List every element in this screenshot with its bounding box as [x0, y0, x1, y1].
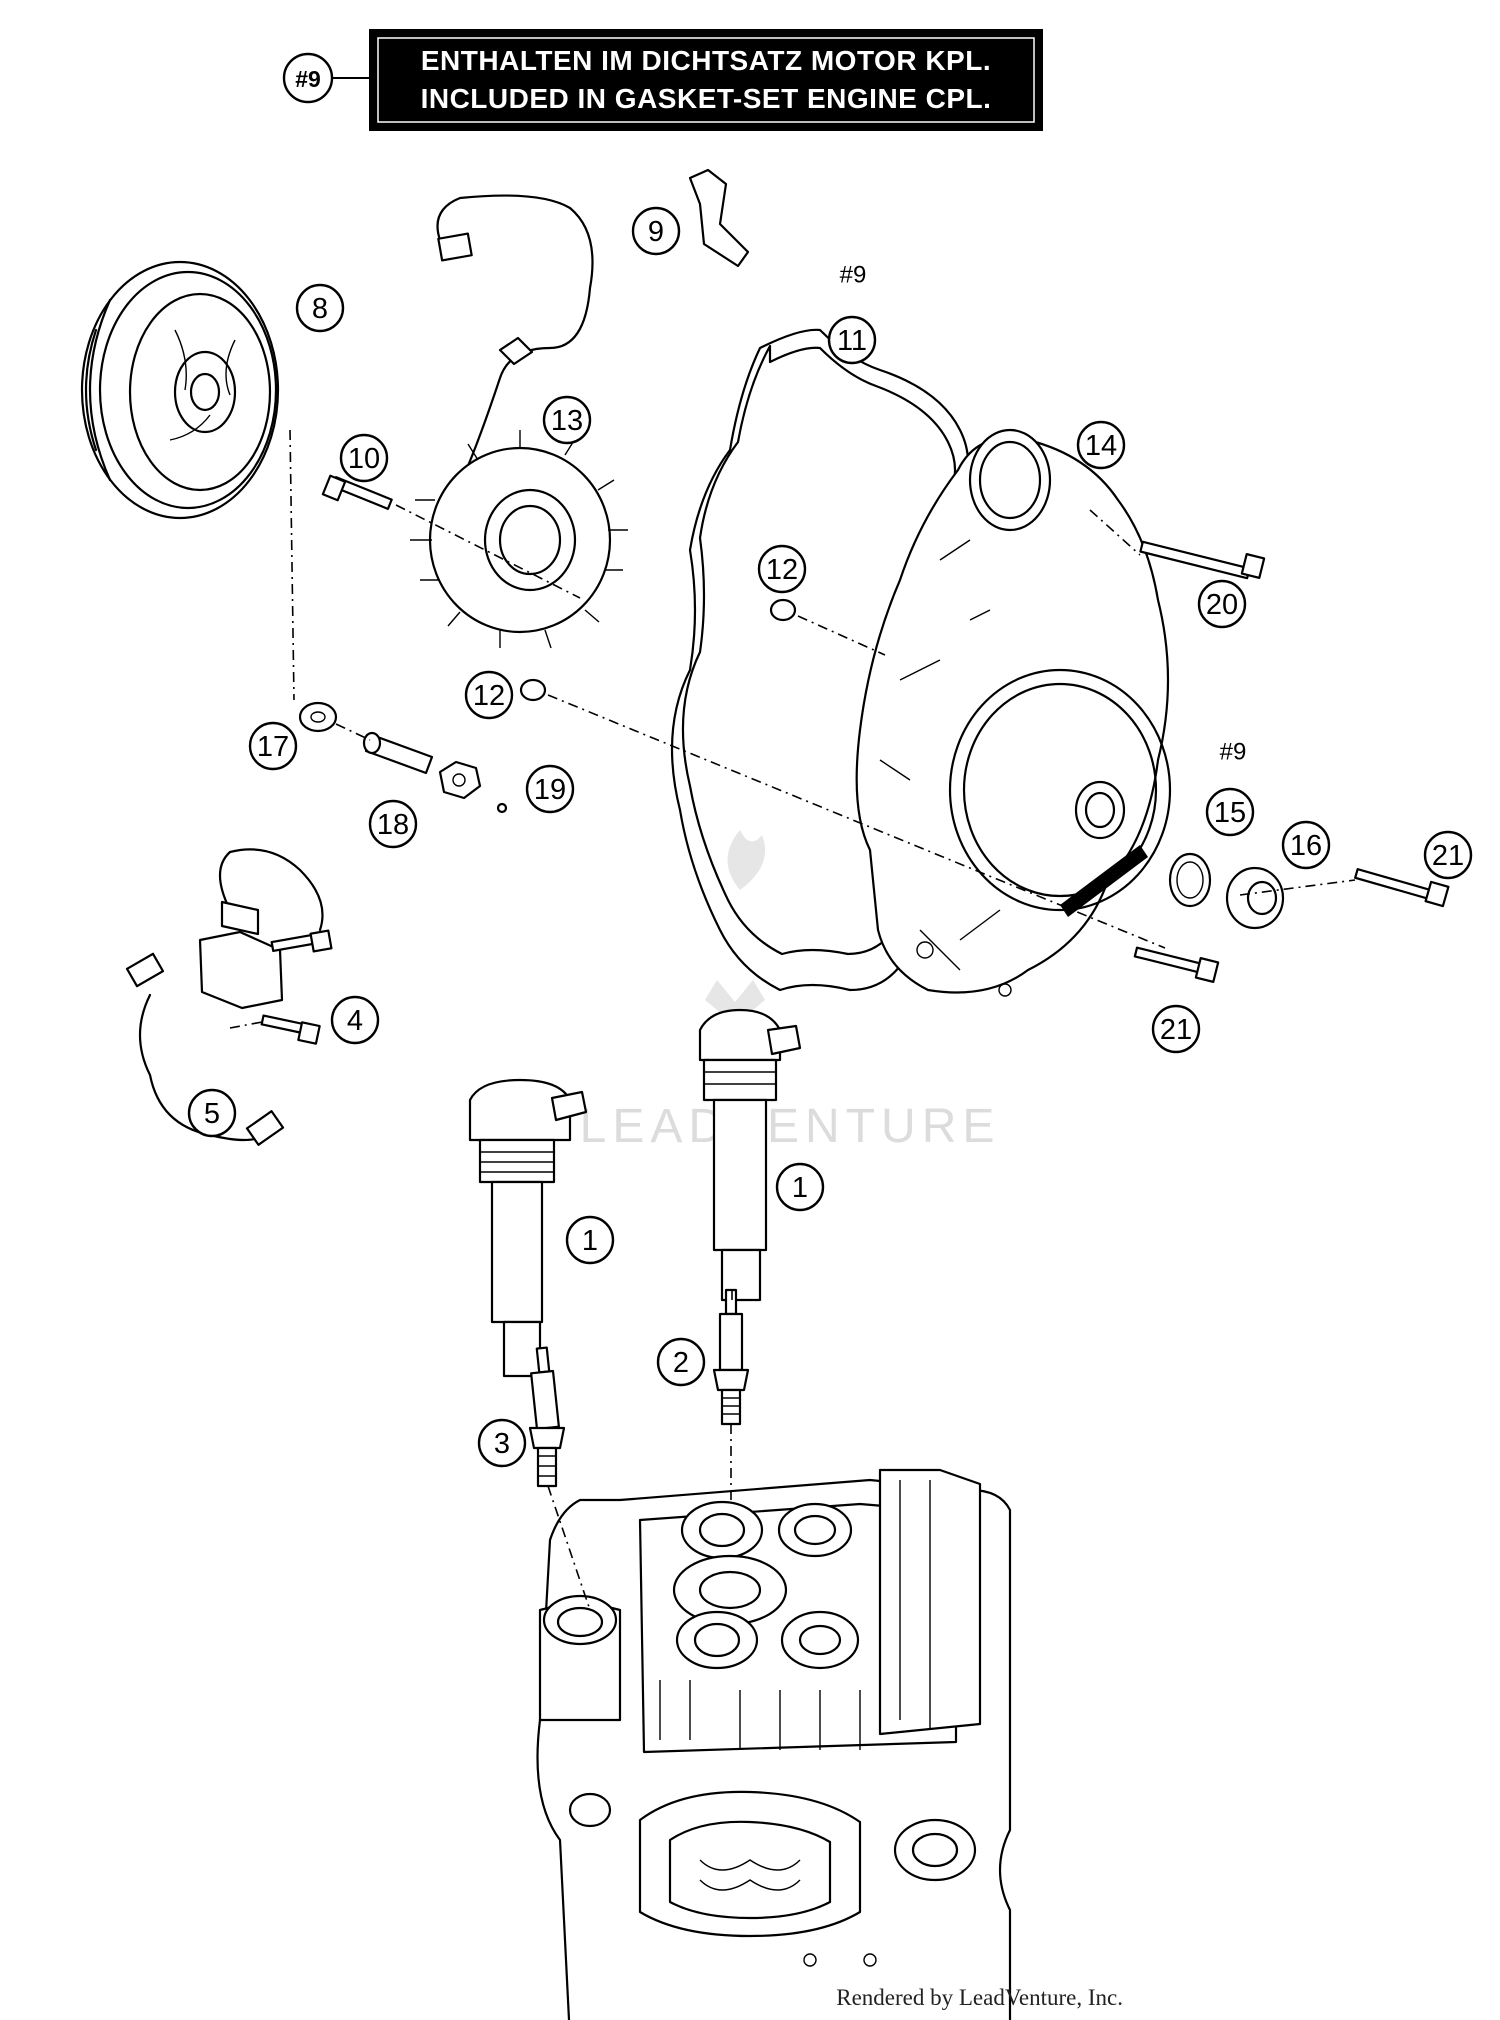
part-pickup-sensor[interactable] — [125, 848, 324, 1146]
svg-text:5: 5 — [204, 1098, 220, 1130]
callout-12-lower[interactable]: 12 — [464, 670, 514, 720]
callout-15[interactable]: 15 — [1205, 787, 1255, 837]
watermark-text: LEADVENTURE — [580, 1100, 1001, 1153]
callout-9[interactable]: 9 — [631, 206, 681, 256]
callout-1-left[interactable]: 1 — [565, 1215, 615, 1265]
callout-ref-9-lower: #9 — [1220, 739, 1247, 766]
callout-12-upper[interactable]: 12 — [757, 544, 807, 594]
bolt-21-lower[interactable] — [1133, 946, 1220, 983]
svg-text:15: 15 — [1214, 797, 1246, 829]
callout-17[interactable]: 17 — [248, 721, 298, 771]
callout-2[interactable]: 2 — [656, 1337, 706, 1387]
part-o-ring[interactable] — [1168, 852, 1212, 908]
part-flywheel[interactable] — [80, 260, 280, 520]
callout-21-upper[interactable]: 21 — [1423, 830, 1473, 880]
svg-text:19: 19 — [534, 774, 566, 806]
part-ignition-coil-left[interactable] — [468, 1078, 588, 1378]
part-cylinder-head[interactable] — [536, 1468, 1012, 2020]
gasket-set-banner: ENTHALTEN IM DICHTSATZ MOTOR KPL. INCLUD… — [369, 29, 1043, 131]
svg-text:#9: #9 — [1220, 739, 1247, 766]
bolt-4-upper[interactable] — [270, 929, 333, 953]
callout-1-right[interactable]: 1 — [775, 1162, 825, 1212]
callout-16[interactable]: 16 — [1281, 820, 1331, 870]
callout-8[interactable]: 8 — [295, 283, 345, 333]
callout-4[interactable]: 4 — [330, 995, 380, 1045]
footer-credit: Rendered by LeadVenture, Inc. — [836, 1985, 1123, 2010]
bolt-4-lower[interactable] — [260, 1014, 321, 1045]
part-ignition-coil-right[interactable] — [698, 1008, 802, 1302]
callout-19[interactable]: 19 — [525, 764, 575, 814]
svg-text:17: 17 — [257, 731, 289, 763]
part-ignition-cover[interactable] — [855, 428, 1172, 997]
svg-text:12: 12 — [473, 680, 505, 712]
svg-text:13: 13 — [551, 405, 583, 437]
svg-text:12: 12 — [766, 554, 798, 586]
svg-text:21: 21 — [1432, 840, 1464, 872]
banner-line-en: INCLUDED IN GASKET-SET ENGINE CPL. — [421, 83, 992, 114]
callout-5[interactable]: 5 — [187, 1088, 237, 1138]
part-washer[interactable] — [298, 701, 338, 733]
svg-text:20: 20 — [1206, 589, 1238, 621]
callout-21-lower[interactable]: 21 — [1151, 1004, 1201, 1054]
part-shaft[interactable] — [362, 731, 434, 775]
bolt-20[interactable] — [1139, 540, 1266, 580]
svg-text:18: 18 — [377, 809, 409, 841]
part-spark-plug-left[interactable] — [528, 1346, 566, 1488]
svg-text:21: 21 — [1160, 1014, 1192, 1046]
banner-line-de: ENTHALTEN IM DICHTSATZ MOTOR KPL. — [421, 45, 991, 76]
bolt-21-upper[interactable] — [1354, 868, 1450, 908]
svg-text:16: 16 — [1290, 830, 1322, 862]
part-nut[interactable] — [438, 760, 482, 800]
part-clip[interactable] — [688, 168, 750, 268]
callout-ref-9-upper: #9 — [840, 262, 867, 289]
dowel-12-upper[interactable] — [769, 598, 797, 622]
callout-3[interactable]: 3 — [477, 1418, 527, 1468]
dowel-12-lower[interactable] — [519, 678, 547, 702]
part-plug[interactable] — [1225, 866, 1285, 930]
part-pin[interactable] — [496, 802, 508, 814]
svg-text:#9: #9 — [840, 262, 867, 289]
svg-text:8: 8 — [312, 293, 328, 325]
svg-text:1: 1 — [582, 1225, 598, 1257]
svg-text:9: 9 — [648, 216, 664, 248]
callout-18[interactable]: 18 — [368, 799, 418, 849]
callout-11[interactable]: 11 — [827, 315, 877, 365]
callout-14[interactable]: 14 — [1076, 420, 1126, 470]
svg-text:1: 1 — [792, 1172, 808, 1204]
callout-20[interactable]: 20 — [1197, 579, 1247, 629]
part-spark-plug-right[interactable] — [712, 1288, 750, 1426]
svg-text:10: 10 — [348, 443, 380, 475]
callout-13[interactable]: 13 — [542, 395, 592, 445]
bolt-10[interactable] — [321, 474, 393, 510]
banner-ref-callout[interactable]: #9 — [282, 52, 370, 104]
part-stator[interactable] — [410, 194, 628, 649]
svg-text:#9: #9 — [295, 66, 321, 92]
svg-text:2: 2 — [673, 1347, 689, 1379]
svg-text:3: 3 — [494, 1428, 510, 1460]
svg-text:4: 4 — [347, 1005, 363, 1037]
svg-text:11: 11 — [837, 325, 867, 357]
callout-10[interactable]: 10 — [339, 433, 389, 483]
leadventure-watermark: LEADVENTURE — [580, 830, 1001, 1153]
assembly-lines — [229, 429, 1356, 1611]
svg-text:14: 14 — [1085, 430, 1117, 462]
